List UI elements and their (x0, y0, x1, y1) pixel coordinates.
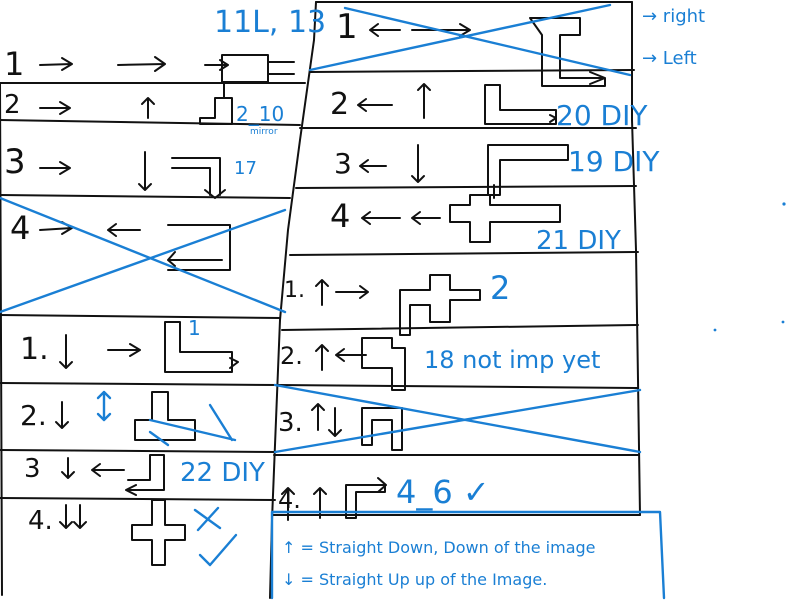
right-top-note: 11L, 13 (214, 5, 327, 40)
left-row-7-sketch (61, 454, 165, 496)
left-row-3-note: 17 (234, 158, 257, 179)
left-row-8-sketch (59, 499, 238, 567)
right-row-6-sketch (315, 337, 406, 391)
left-row-7-number: 3 (24, 454, 41, 484)
right-row-5-sketch (315, 274, 481, 336)
stray-dots (713, 202, 786, 332)
left-row-2-sketch (39, 83, 233, 125)
left-row-4-sketch (39, 221, 231, 271)
left-row-2-note: 2_10 (236, 102, 285, 126)
footer-legend-box (270, 510, 666, 600)
right-edge-border (631, 1, 641, 516)
left-row-8-number: 4. (28, 506, 53, 536)
left-row-1-number: 1 (4, 45, 25, 83)
right-row-7-sketch (311, 403, 403, 451)
left-row-7-note: 22 DIY (180, 458, 265, 488)
right-row-3-note: 19 DIY (568, 145, 660, 178)
blue-double-arrow (96, 390, 112, 422)
right-row-2-note: 20 DIY (556, 99, 648, 132)
left-row-dividers (0, 82, 306, 501)
right-row-4-sketch (361, 194, 561, 243)
right-row-2-number: 2 (330, 87, 350, 122)
right-row-3-sketch (359, 144, 569, 199)
right-row-8-note: 4_6 ✓ (396, 473, 490, 511)
right-row-6-note: 18 not imp yet (424, 346, 601, 374)
right-row-3-number: 3 (334, 147, 352, 180)
right-row-dividers (271, 69, 641, 516)
right-row-1-number: 1 (336, 7, 358, 47)
footer-legend-down: ↓ = Straight Up up of the Image. (282, 570, 548, 589)
right-row-4-note: 21 DIY (536, 226, 621, 256)
right-row-1-sketch (369, 17, 606, 87)
right-row-8-number: 4. (278, 486, 301, 514)
legend-left-label: → Left (642, 48, 697, 69)
right-row-5-note: 2 (490, 269, 511, 307)
cross-out-right-row-1 (308, 3, 632, 77)
left-row-3-sketch (39, 151, 226, 199)
footer-legend-up: ↑ = Straight Down, Down of the image (282, 538, 596, 557)
right-row-7-number: 3. (278, 408, 303, 438)
cross-out-left-row-4 (0, 196, 287, 314)
left-row-6-sketch (55, 390, 237, 447)
right-row-6-number: 2. (280, 342, 303, 370)
left-row-3-number: 3 (4, 142, 26, 182)
right-row-2-sketch (357, 83, 557, 125)
left-row-4-number: 4 (10, 209, 31, 247)
left-row-5-sketch (59, 321, 239, 373)
cross-out-right-row-7 (273, 383, 642, 454)
right-row-5-number: 1. (284, 278, 305, 303)
left-row-1-sketch (39, 54, 295, 83)
left-row-5-number: 1. (20, 332, 49, 367)
left-row-5-note: 1 (188, 316, 201, 340)
legend-right-label: → right (642, 6, 706, 27)
left-row-2-number: 2 (4, 90, 21, 120)
left-row-6-number: 2. (20, 399, 47, 432)
right-row-4-number: 4 (330, 197, 351, 235)
left-row-2-subnote: mirror (250, 127, 278, 137)
right-column-border (269, 1, 317, 599)
